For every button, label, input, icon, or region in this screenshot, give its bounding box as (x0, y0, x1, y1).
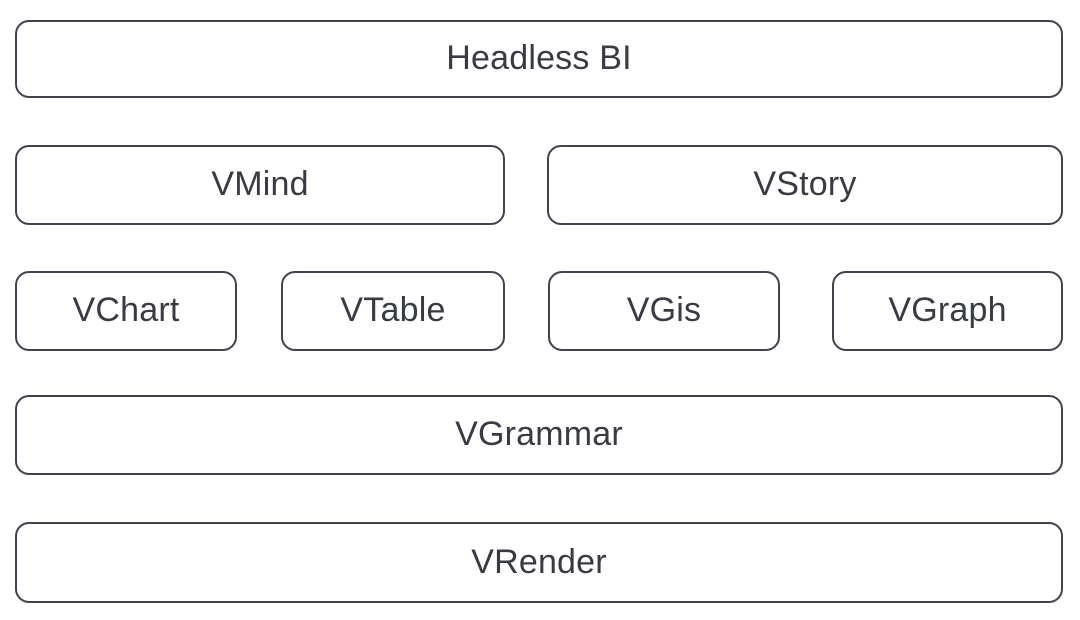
node-label-vtable: VTable (340, 291, 446, 329)
node-vgrammar[interactable]: VGrammar (15, 395, 1063, 475)
node-vgraph[interactable]: VGraph (832, 271, 1063, 351)
node-headless-bi[interactable]: Headless BI (15, 20, 1063, 98)
node-label-vgrammar: VGrammar (455, 415, 623, 453)
node-vchart[interactable]: VChart (15, 271, 237, 351)
node-label-headless-bi: Headless BI (446, 39, 632, 77)
node-vrender[interactable]: VRender (15, 522, 1063, 603)
node-vstory[interactable]: VStory (547, 145, 1063, 225)
node-label-vmind: VMind (211, 165, 309, 203)
node-label-vgis: VGis (626, 291, 702, 329)
node-label-vchart: VChart (72, 291, 180, 329)
node-vtable[interactable]: VTable (281, 271, 505, 351)
node-label-vstory: VStory (753, 165, 857, 203)
node-vmind[interactable]: VMind (15, 145, 505, 225)
node-vgis[interactable]: VGis (548, 271, 780, 351)
node-label-vrender: VRender (471, 542, 607, 581)
node-label-vgraph: VGraph (888, 291, 1007, 329)
